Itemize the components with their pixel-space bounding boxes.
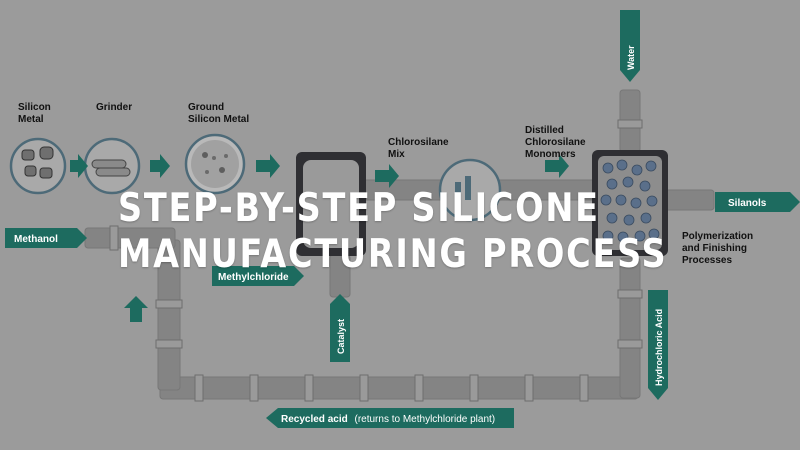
methylchloride-arrow: Methylchloride bbox=[212, 266, 304, 286]
water-label: Water bbox=[626, 45, 636, 70]
grinder-vessel bbox=[83, 137, 141, 195]
methanol-arrow: Methanol bbox=[5, 228, 87, 248]
water-arrow: Water bbox=[620, 10, 640, 82]
hydrochloric-acid-label: Hydrochloric Acid bbox=[654, 309, 664, 386]
distillation-vessel bbox=[438, 158, 502, 222]
bottom-pipe bbox=[159, 376, 639, 400]
recycled-acid-note: (returns to Methylchloride plant) bbox=[355, 414, 496, 425]
svg-text:Recycled acid (returns t: Recycled acid (returns to Methylchloride… bbox=[281, 414, 495, 425]
recycled-acid-arrow: Recycled acid (returns to Methylchloride… bbox=[266, 408, 514, 428]
headline-line-2: MANUFACTURING PROCESS bbox=[118, 232, 668, 277]
ground-silicon-metal-label: Ground Silicon Metal bbox=[188, 102, 250, 125]
flow-arrows bbox=[70, 154, 569, 188]
headline: STEP-BY-STEP SILICONE MANUFACTURING PROC… bbox=[118, 186, 668, 278]
recycled-acid-label: Recycled acid bbox=[281, 414, 348, 425]
reactor-vessel bbox=[296, 152, 366, 256]
methylchloride-label: Methylchloride bbox=[218, 272, 289, 283]
polymerization-label: Polymerization and Finishing Processes bbox=[682, 231, 754, 266]
silicon-metal-label: Silicon Metal bbox=[18, 102, 51, 125]
grinder-label: Grinder bbox=[96, 102, 133, 113]
silanols-label: Silanols bbox=[728, 198, 767, 209]
silanols-arrow: Silanols bbox=[715, 192, 800, 212]
catalyst-arrow: Catalyst bbox=[330, 294, 350, 362]
catalyst-label: Catalyst bbox=[336, 319, 346, 354]
silanols-pipe bbox=[663, 189, 715, 211]
polymerization-vessel bbox=[592, 150, 668, 256]
headline-line-1: STEP-BY-STEP SILICONE bbox=[118, 186, 600, 231]
chlorosilane-mix-label: Chlorosilane Mix bbox=[388, 137, 449, 160]
up-arrow bbox=[124, 296, 148, 322]
ground-silicon-vessel bbox=[184, 133, 246, 195]
acid-pipe bbox=[619, 257, 641, 399]
hydrochloric-acid-arrow: Hydrochloric Acid bbox=[648, 290, 668, 400]
silicon-metal-vessel bbox=[9, 137, 67, 195]
distilled-monomers-label: Distilled Chlorosilane Monomers bbox=[525, 125, 586, 160]
methanol-label: Methanol bbox=[14, 234, 58, 245]
